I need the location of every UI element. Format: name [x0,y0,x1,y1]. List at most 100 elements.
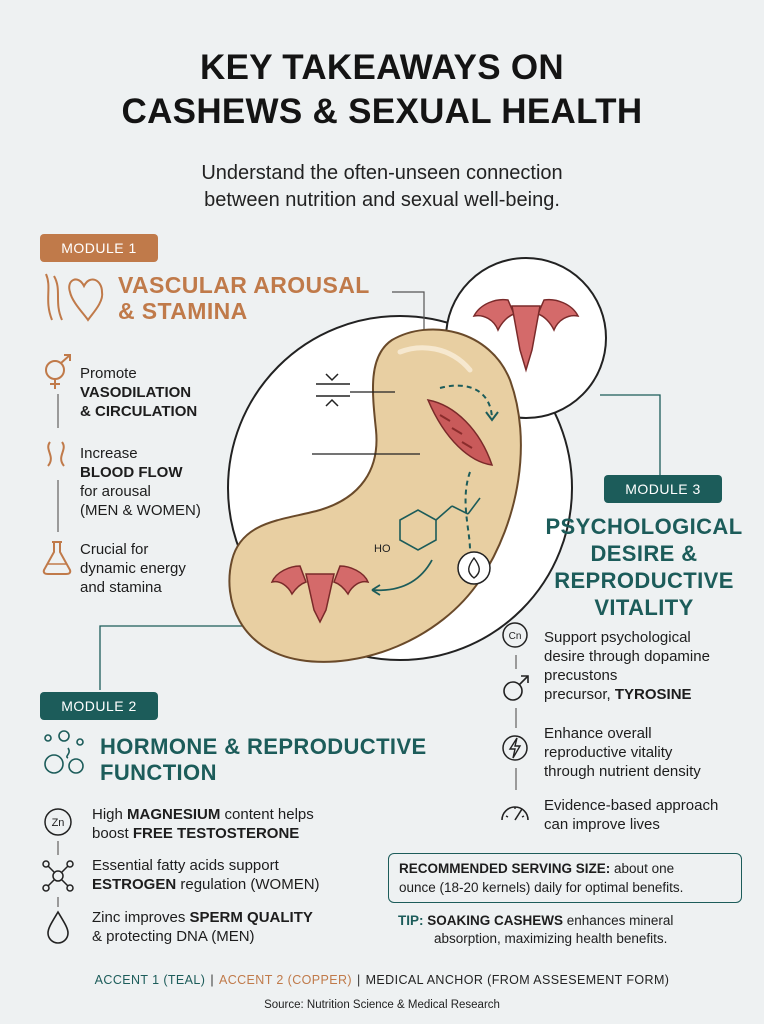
tyrosine-molecule [399,497,481,551]
module2-item-2-pre: Essential fatty acids support [92,857,279,874]
module1-connector [392,291,425,340]
vascular-heart-icon [45,273,104,322]
module3-title-line-1: PSYCHOLOGICAL [545,514,743,539]
male-symbol-icon [503,675,529,701]
zinc-icon-label: Zn [52,817,65,829]
tip-text-2: absorption, maximizing health benefits. [434,931,668,946]
gender-symbol-icon [45,354,71,389]
accent-separator-2: | [356,973,361,987]
module1-divider-2 [57,480,59,532]
module3-title: PSYCHOLOGICAL DESIRE & REPRODUCTIVE VITA… [536,513,752,621]
cashew-highlight [397,345,473,373]
module1-item-1: Promote VASODILATION & CIRCULATION [80,364,260,421]
module1-badge: MODULE 1 [40,234,158,262]
accent-1-label: ACCENT 1 (TEAL) [94,973,206,987]
module2-item-3-bold: SPERM QUALITY [189,909,313,926]
gauge-icon [501,806,529,821]
module3-divider-1 [515,655,517,669]
module1-item-3-line2: dynamic energy [80,560,186,577]
module3-item-3-line1: Evidence-based approach [544,797,719,814]
serving-text-2: ounce (18-20 kernels) daily for optimal … [399,880,684,895]
source-citation: Source: Nutrition Science & Medical Rese… [264,999,500,1011]
module2-item-1-post: content helps [220,806,314,823]
copper-icon: Cn [502,622,528,648]
module1-item-3-line3: and stamina [80,579,162,596]
tip-bold: SOAKING CASHEWS [427,913,564,928]
module2-item-2-line2-post: regulation (WOMEN) [176,876,320,893]
module2-item-2: Essential fatty acids support ESTROGEN r… [92,856,382,894]
serving-label: RECOMMENDED SERVING SIZE: [399,861,611,876]
module3-title-line-3: REPRODUCTIVE [554,568,734,593]
tip-box: TIP: SOAKING CASHEWS enhances mineral ab… [398,912,750,948]
cells-icon [44,730,84,774]
droplet-circle [457,551,491,585]
module2-item-1-line2-bold: FREE TESTOSTERONE [132,825,300,842]
subtitle-line-2: between nutrition and sexual well-being. [204,189,560,211]
copper-icon-label: Cn [509,631,522,642]
module1-item-2-line3: for arousal [80,483,151,500]
page-subtitle: Understand the often-unseen connection b… [0,160,764,214]
blood-flow-icon [47,441,65,467]
ho-label: HO [374,543,391,555]
module3-title-line-2: DESIRE & [590,541,698,566]
subtitle-line-1: Understand the often-unseen connection [201,162,563,184]
page-title: KEY TAKEAWAYS ON CASHEWS & SEXUAL HEALTH [0,46,764,134]
module1-item-3: Crucial for dynamic energy and stamina [80,540,260,597]
accent-2-label: ACCENT 2 (COPPER) [218,973,352,987]
module3-item-1-line1: Support psychological [544,629,691,646]
module2-item-1: High MAGNESIUM content helps boost FREE … [92,805,382,843]
module2-item-1-line2-pre: boost [92,825,133,842]
compression-arrows-icon [316,373,395,407]
module2-item-1-bold: MAGNESIUM [127,806,221,823]
module3-item-2-line3: through nutrient density [544,763,701,780]
accent-legend: ACCENT 1 (TEAL)|ACCENT 2 (COPPER)|MEDICA… [0,973,764,987]
uterus-icon-cashew [270,565,370,624]
module3-divider-3 [515,768,517,790]
serving-size-box: RECOMMENDED SERVING SIZE: about one ounc… [388,853,742,903]
module3-item-1-line4-pre: precursor, [544,686,615,703]
module3-item-3-line2: can improve lives [544,816,660,833]
module3-item-3: Evidence-based approach can improve live… [544,796,754,834]
module2-item-2-line2-bold: ESTROGEN [92,876,177,893]
module3-connector [600,394,661,475]
module1-item-1-bold1: VASODILATION [80,384,192,401]
curved-arrow [371,559,433,592]
lightning-icon [502,735,528,761]
module1-title: VASCULAR AROUSAL & STAMINA [118,272,418,324]
module2-divider-2 [57,897,59,907]
module3-item-2: Enhance overall reproductive vitality th… [544,724,754,781]
tip-text-1: enhances mineral [563,913,674,928]
module2-item-3-line2: & protecting DNA (MEN) [92,928,255,945]
flask-icon [42,541,72,575]
module2-item-1-pre: High [92,806,128,823]
module1-item-3-line1: Crucial for [80,541,149,558]
module1-item-1-bold2: & CIRCULATION [80,403,198,420]
module2-connector [99,625,250,690]
module3-item-2-line2: reproductive vitality [544,744,673,761]
module3-item-1: Support psychological desire through dop… [544,628,754,704]
zinc-icon: Zn [44,808,72,836]
accent-separator-1: | [210,973,214,987]
module2-badge: MODULE 2 [40,692,158,720]
module3-divider-2 [515,708,517,728]
module2-item-3: Zinc improves SPERM QUALITY & protecting… [92,908,382,946]
module3-item-1-line3: precustons [544,667,618,684]
module2-title-line-2: FUNCTION [100,760,217,785]
module1-item-2-line1: Increase [80,445,138,462]
module1-divider-1 [57,394,59,428]
module1-title-line-1: VASCULAR AROUSAL [118,272,370,298]
tip-label: TIP: [398,913,424,928]
molecule-icon [42,860,74,892]
droplet-icon [47,910,69,944]
module2-divider-1 [57,841,59,855]
module1-item-2-line4: (MEN & WOMEN) [80,502,201,519]
module2-title-line-1: HORMONE & REPRODUCTIVE [100,734,427,759]
serving-text-1: about one [610,861,675,876]
module2-title: HORMONE & REPRODUCTIVE FUNCTION [100,734,480,786]
module3-title-line-4: VITALITY [594,595,694,620]
title-line-2: CASHEWS & SEXUAL HEALTH [121,92,643,131]
dashed-pathway [439,384,493,551]
title-line-1: KEY TAKEAWAYS ON [200,48,564,87]
